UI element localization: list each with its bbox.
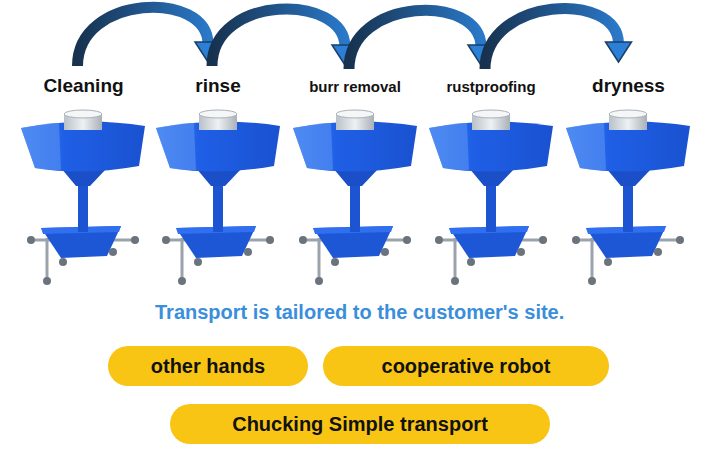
- washer-unit: [566, 110, 690, 285]
- washer-unit: [156, 110, 280, 285]
- transport-option-pill: Chucking Simple transport: [170, 404, 550, 444]
- flow-arrow: [485, 8, 632, 69]
- process-step: rinse: [192, 74, 244, 98]
- process-step: dryness: [589, 74, 668, 98]
- washer-unit: [293, 110, 417, 285]
- step-label: dryness: [592, 75, 665, 97]
- arrow-arc: [349, 10, 481, 69]
- flow-arrow: [78, 7, 222, 66]
- washer-unit: [429, 110, 553, 285]
- option-label: Chucking Simple transport: [232, 413, 488, 436]
- process-step: burr removal: [306, 77, 404, 96]
- arrow-head: [606, 42, 632, 62]
- arrow-arc: [485, 8, 619, 69]
- flow-arrow: [349, 10, 494, 69]
- arrow-arc: [78, 7, 209, 66]
- option-label: other hands: [151, 355, 265, 378]
- step-label: rustproofing: [446, 78, 535, 95]
- transport-option-pill: other hands: [108, 346, 308, 386]
- arrow-arc: [212, 9, 345, 66]
- step-label: burr removal: [309, 78, 401, 95]
- process-step: rustproofing: [443, 77, 539, 96]
- step-label: rinse: [195, 75, 240, 97]
- note-text: Transport is tailored to the customer's …: [155, 301, 564, 324]
- washer-unit: [21, 110, 145, 285]
- flow-arrow: [212, 9, 358, 66]
- option-label: cooperative robot: [382, 355, 551, 378]
- transport-option-pill: cooperative robot: [323, 346, 609, 386]
- process-step: Cleaning: [40, 74, 127, 98]
- step-label: Cleaning: [43, 75, 123, 97]
